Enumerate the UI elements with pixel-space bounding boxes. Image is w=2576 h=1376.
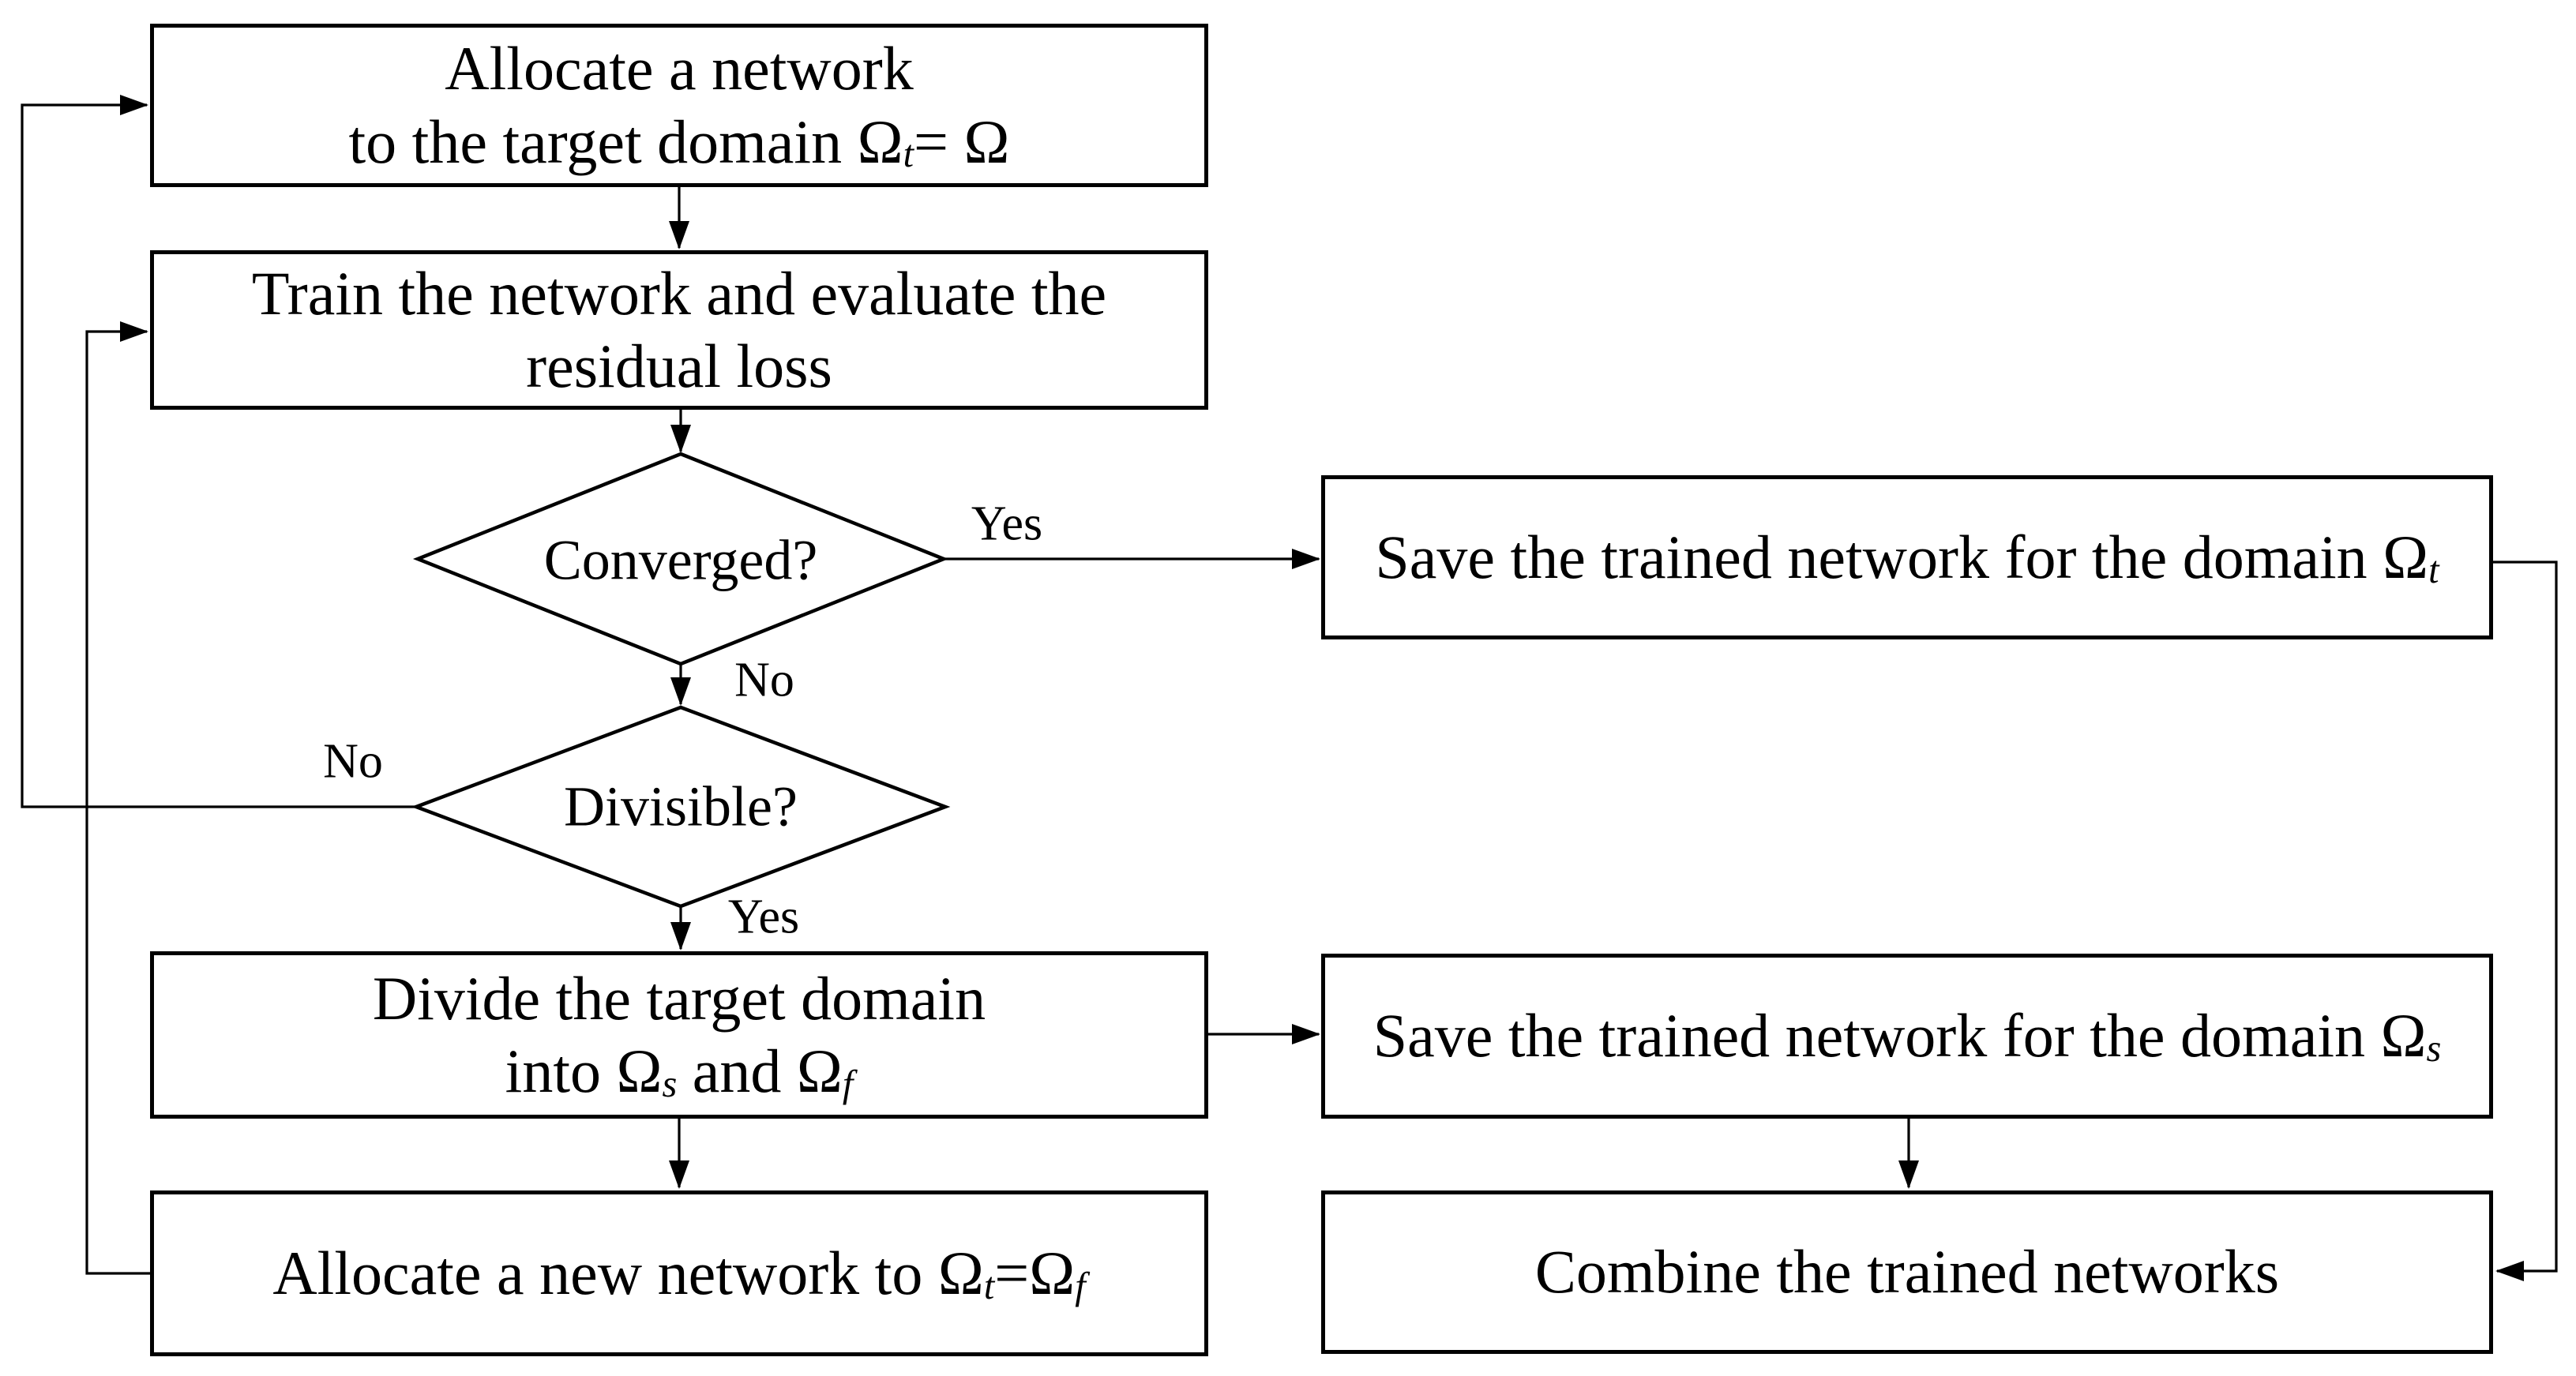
save-network-domain-t-box: Save the trained network for the domain … [1321,475,2493,639]
divide-domain-line2: into Ωs and Ωf [505,1037,854,1105]
train-network-line1: Train the network and evaluate the [251,258,1107,328]
save-network-domain-s-box: Save the trained network for the domain … [1321,954,2493,1119]
save-network-domain-t-text: Save the trained network for the domain … [1375,522,2439,591]
train-network-box: Train the network and evaluate the resid… [150,250,1208,410]
divisible-yes-label: Yes [727,890,800,944]
allocate-network-box: Allocate a network to the target domain … [150,24,1208,187]
allocate-network-line2: to the target domain Ωt= Ω [348,107,1010,176]
allocate-network-line1: Allocate a network [445,34,914,103]
converged-label: Converged? [543,528,818,592]
divisible-label: Divisible? [564,774,798,838]
allocate-new-network-box: Allocate a new network to Ωt=Ωf [150,1190,1208,1356]
save-network-domain-s-text: Save the trained network for the domain … [1372,1001,2442,1070]
converged-no-label: No [734,653,794,707]
converged-yes-label: Yes [971,497,1043,551]
divisible-no-label: No [323,734,383,789]
edge-allocate-new-loop-to-train [85,321,150,1275]
combine-networks-box: Combine the trained networks [1321,1190,2493,1354]
edge-save-t-to-combine [2493,561,2558,1281]
train-network-line2: residual loss [526,332,832,400]
edge-divisible-no-loop-to-allocate [21,95,416,808]
combine-networks-text: Combine the trained networks [1534,1237,2280,1307]
allocate-new-network-text: Allocate a new network to Ωt=Ωf [272,1238,1086,1307]
divide-domain-line1: Divide the target domain [372,963,986,1033]
divide-domain-box: Divide the target domain into Ωs and Ωf [150,951,1208,1119]
